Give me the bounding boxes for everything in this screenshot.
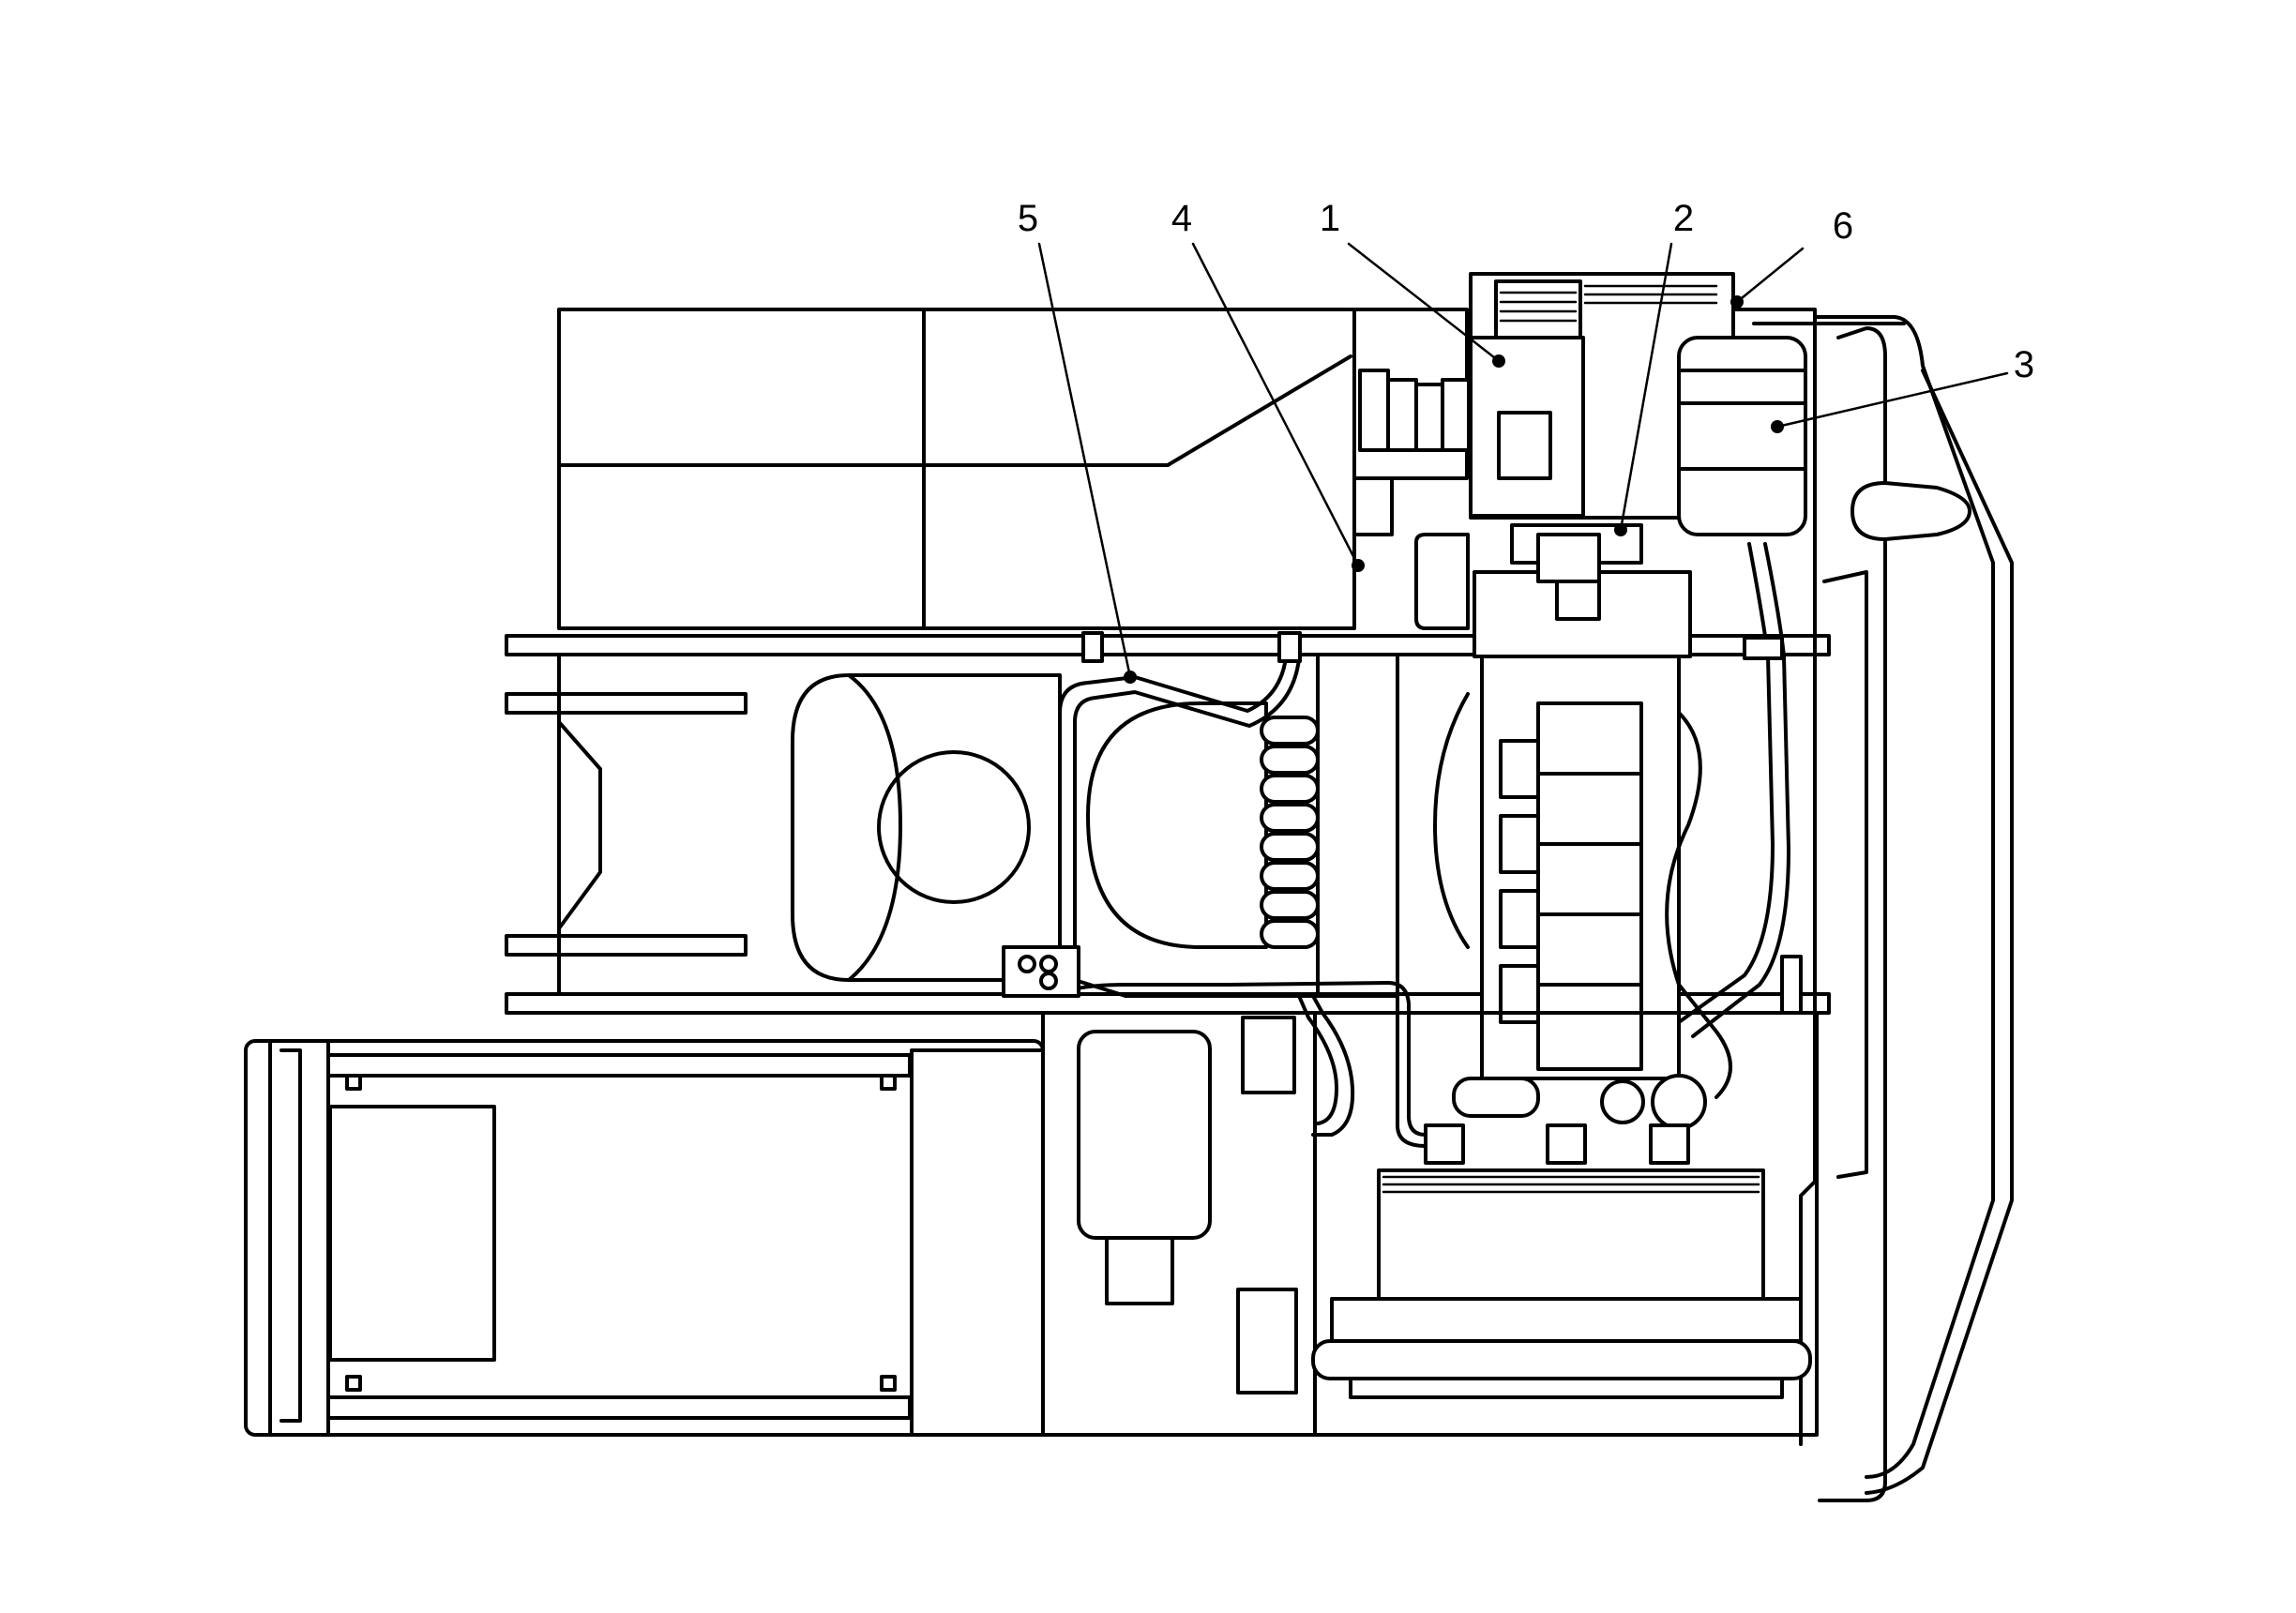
fuel-filter xyxy=(1677,336,1807,536)
engine-block xyxy=(1433,655,1732,1130)
callout-labels: 5 4 1 2 6 3 xyxy=(1018,198,2034,385)
left-tank xyxy=(791,673,1062,982)
upper-cover-assembly xyxy=(557,308,1471,630)
hydraulic-pump xyxy=(1086,701,1320,949)
radiator-core xyxy=(1311,1011,1819,1437)
callout-leaders xyxy=(1037,242,2009,684)
callout-5: 5 xyxy=(1018,198,1038,239)
hydraulic-lines xyxy=(1002,631,1446,1148)
hydraulic-reservoir xyxy=(1041,1011,1317,1437)
coolant-hose xyxy=(1677,542,1803,1038)
callout-2: 2 xyxy=(1673,198,1694,239)
callout-6: 6 xyxy=(1833,205,1853,247)
lower-left-compartment xyxy=(244,1039,1045,1437)
callout-1: 1 xyxy=(1320,198,1340,239)
callout-4: 4 xyxy=(1171,198,1192,239)
engine-top-housing xyxy=(1414,523,1692,658)
callout-3: 3 xyxy=(2014,344,2034,385)
